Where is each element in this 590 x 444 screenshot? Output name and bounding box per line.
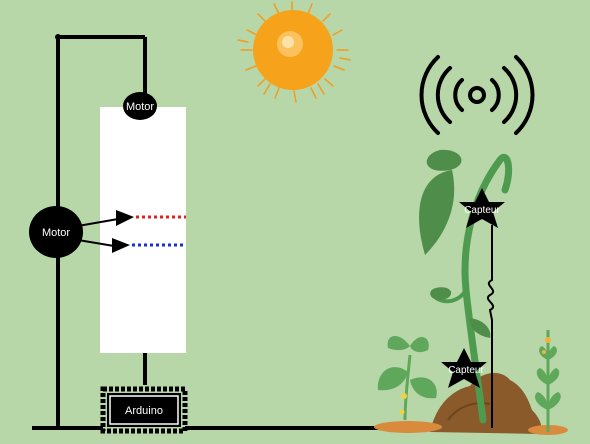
arrow-head-upper <box>116 210 134 226</box>
sensor-wire <box>487 225 495 428</box>
motor-left: Motor <box>29 206 83 258</box>
plant-icon <box>374 149 568 435</box>
arrow-head-lower <box>112 238 130 253</box>
sun-icon <box>237 1 351 103</box>
arduino-label: Arduino <box>125 405 163 417</box>
wireless-signal-icon <box>419 55 535 135</box>
motor-top-label: Motor <box>126 101 154 113</box>
arduino-chip-icon: Arduino <box>100 386 188 434</box>
motor-left-label: Motor <box>42 227 70 239</box>
sensor-bottom: Capteur <box>441 348 487 388</box>
vertical-panel <box>100 107 186 353</box>
motor-arrows <box>77 210 134 253</box>
sensor-top: Capteur <box>459 188 505 228</box>
motor-top: Motor <box>123 92 157 120</box>
sensor-bottom-label: Capteur <box>448 365 484 376</box>
sensor-top-label: Capteur <box>464 205 500 216</box>
